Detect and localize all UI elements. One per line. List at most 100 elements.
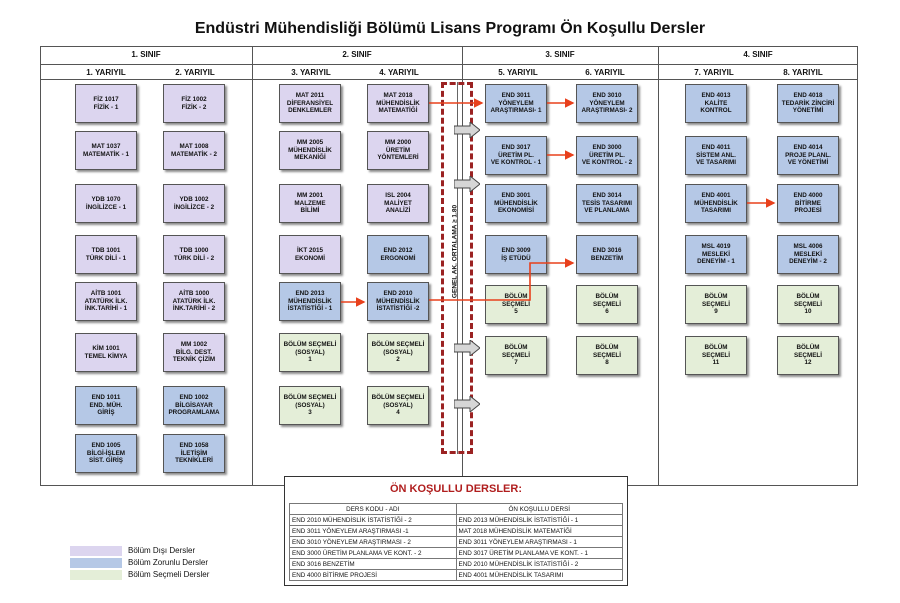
year-header-3: 3. SINIF: [545, 50, 575, 59]
course-box: MAT 1037 MATEMATİK - 1: [75, 131, 137, 170]
table-cell: END 4000 BİTİRME PROJESİ: [289, 569, 457, 581]
table-cell: END 2010 MÜHENDİSLİK İSTATİSTİĞİ - 2: [289, 514, 457, 526]
course-box: MM 2000 ÜRETİM YÖNTEMLERİ: [367, 131, 429, 170]
course-box: END 3010 YÖNEYLEM ARAŞTIRMASI- 2: [576, 84, 638, 123]
course-box: END 3001 MÜHENDİSLİK EKONOMİSİ: [485, 184, 547, 223]
course-box: AİTB 1001 ATATÜRK İLK. İNK.TARİHİ - 1: [75, 282, 137, 321]
course-box: MAT 2018 MÜHENDİSLİK MATEMATİĞİ: [367, 84, 429, 123]
header-prereq: ÖN KOŞULLU DERSİ: [455, 503, 623, 515]
divider: [40, 79, 858, 80]
year-header-1: 1. SINIF: [131, 50, 161, 59]
table-cell: END 4001 MÜHENDİSLİK TASARIMI: [455, 569, 623, 581]
course-box: TDB 1001 TÜRK DİLİ - 1: [75, 235, 137, 274]
course-box: BÖLÜM SEÇMELİ 5: [485, 285, 547, 324]
table-cell: END 3000 ÜRETİM PLANLAMA VE KONT. - 2: [289, 547, 457, 559]
course-box: MAT 1008 MATEMATİK - 2: [163, 131, 225, 170]
course-box: AİTB 1000 ATATÜRK İLK. İNK.TARİHİ - 2: [163, 282, 225, 321]
course-box: END 2013 MÜHENDİSLİK İSTATİSTİĞİ - 1: [279, 282, 341, 321]
table-cell: END 3016 BENZETİM: [289, 558, 457, 570]
course-box: END 2010 MÜHENDİSLİK İSTATİSTİĞİ -2: [367, 282, 429, 321]
table-cell: END 3011 YÖNEYLEM ARAŞTIRMASI - 1: [455, 536, 623, 548]
course-box: BÖLÜM SEÇMELİ (SOSYAL) 4: [367, 386, 429, 425]
semester-header-2: 2. YARIYIL: [175, 68, 215, 77]
course-box: MM 2005 MÜHENDİSLİK MEKANİĞİ: [279, 131, 341, 170]
course-box: END 1002 BİLGİSAYAR PROGRAMLAMA: [163, 386, 225, 425]
course-box: BÖLÜM SEÇMELİ (SOSYAL) 1: [279, 333, 341, 372]
prerequisite-table: DERS KODU - ADI ÖN KOŞULLU DERSİ END 201…: [289, 503, 623, 581]
divider: [40, 64, 858, 65]
gate-arrow-icon: [454, 122, 480, 138]
course-box: MAT 2011 DİFERANSİYEL DENKLEMLER: [279, 84, 341, 123]
course-box: BÖLÜM SEÇMELİ 7: [485, 336, 547, 375]
course-box: BÖLÜM SEÇMELİ (SOSYAL) 3: [279, 386, 341, 425]
course-box: YDB 1002 İNGİLİZCE - 2: [163, 184, 225, 223]
course-box: END 3000 ÜRETİM PL. VE KONTROL - 2: [576, 136, 638, 175]
course-box: BÖLÜM SEÇMELİ 8: [576, 336, 638, 375]
divider: [658, 46, 659, 486]
course-box: BÖLÜM SEÇMELİ 9: [685, 285, 747, 324]
table-cell: END 2013 MÜHENDİSLİK İSTATİSTİĞİ - 1: [455, 514, 623, 526]
legend-swatch: [70, 570, 122, 580]
table-cell: END 3010 YÖNEYLEM ARAŞTIRMASI - 2: [289, 536, 457, 548]
semester-header-5: 5. YARIYIL: [498, 68, 538, 77]
course-box: İKT 2015 EKONOMİ: [279, 235, 341, 274]
course-box: END 4001 MÜHENDİSLİK TASARIMI: [685, 184, 747, 223]
course-box: END 1011 END. MÜH. GİRİŞ: [75, 386, 137, 425]
course-box: MSL 4019 MESLEKİ DENEYİM - 1: [685, 235, 747, 274]
course-box: END 3017 ÜRETİM PL. VE KONTROL - 1: [485, 136, 547, 175]
table-header-row: DERS KODU - ADI ÖN KOŞULLU DERSİ: [289, 503, 623, 515]
page-title: Endüstri Mühendisliği Bölümü Lisans Prog…: [194, 20, 706, 37]
course-box: BÖLÜM SEÇMELİ (SOSYAL) 2: [367, 333, 429, 372]
semester-header-8: 8. YARIYIL: [783, 68, 823, 77]
table-cell: MAT 2018 MÜHENDİSLİK MATEMATİĞİ: [455, 525, 623, 537]
course-box: END 4018 TEDARİK ZİNCİRİ YÖNETİMİ: [777, 84, 839, 123]
semester-header-3: 3. YARIYIL: [291, 68, 331, 77]
course-box: END 3014 TESİS TASARIMI VE PLANLAMA: [576, 184, 638, 223]
course-box: MM 2001 MALZEME BİLİMİ: [279, 184, 341, 223]
course-box: END 3016 BENZETİM: [576, 235, 638, 274]
course-box: FİZ 1017 FİZİK - 1: [75, 84, 137, 123]
course-box: END 1058 İLETİŞİM TEKNİKLERİ: [163, 434, 225, 473]
table-cell: END 3011 YÖNEYLEM ARAŞTIRMASI -1: [289, 525, 457, 537]
gate-arrow-icon: [454, 340, 480, 356]
course-box: BÖLÜM SEÇMELİ 11: [685, 336, 747, 375]
gate-arrow-icon: [454, 396, 480, 412]
semester-header-7: 7. YARIYIL: [694, 68, 734, 77]
semester-header-1: 1. YARIYIL: [86, 68, 126, 77]
table-cell: END 3017 ÜRETİM PLANLAMA VE KONT. - 1: [455, 547, 623, 559]
header-course: DERS KODU - ADI: [289, 503, 457, 515]
legend-swatch: [70, 546, 122, 556]
semester-header-6: 6. YARIYIL: [585, 68, 625, 77]
gate-arrow-icon: [454, 176, 480, 192]
year-header-2: 2. SINIF: [342, 50, 372, 59]
course-box: END 3009 İŞ ETÜDÜ: [485, 235, 547, 274]
course-box: END 1005 BİLGİ-İŞLEM SİST. GİRİŞ: [75, 434, 137, 473]
legend-label: Bölüm Zorunlu Dersler: [128, 558, 209, 567]
course-box: BÖLÜM SEÇMELİ 12: [777, 336, 839, 375]
prerequisite-title: ÖN KOŞULLU DERSLER:: [390, 483, 522, 495]
course-box: FİZ 1002 FİZİK - 2: [163, 84, 225, 123]
course-box: END 3011 YÖNEYLEM ARAŞTIRMASI- 1: [485, 84, 547, 123]
prerequisite-panel: ÖN KOŞULLU DERSLER: DERS KODU - ADI ÖN K…: [284, 476, 628, 586]
course-box: MM 1002 BİLG. DEST. TEKNİK ÇİZİM: [163, 333, 225, 372]
table-cell: END 2010 MÜHENDİSLİK İSTATİSTİĞİ - 2: [455, 558, 623, 570]
course-box: BÖLÜM SEÇMELİ 10: [777, 285, 839, 324]
course-box: END 4014 PROJE PLANL. VE YÖNETİMİ: [777, 136, 839, 175]
year-header-4: 4. SINIF: [743, 50, 773, 59]
course-box: END 4000 BİTİRME PROJESİ: [777, 184, 839, 223]
course-box: KİM 1001 TEMEL KİMYA: [75, 333, 137, 372]
course-box: YDB 1070 İNGİLİZCE - 1: [75, 184, 137, 223]
legend-swatch: [70, 558, 122, 568]
divider: [252, 46, 253, 486]
course-box: MSL 4006 MESLEKİ DENEYİM - 2: [777, 235, 839, 274]
course-box: END 4013 KALİTE KONTROL: [685, 84, 747, 123]
course-box: ISL 2004 MALİYET ANALİZİ: [367, 184, 429, 223]
semester-header-4: 4. YARIYIL: [379, 68, 419, 77]
course-box: END 4011 SİSTEM ANL. VE TASARIMI: [685, 136, 747, 175]
